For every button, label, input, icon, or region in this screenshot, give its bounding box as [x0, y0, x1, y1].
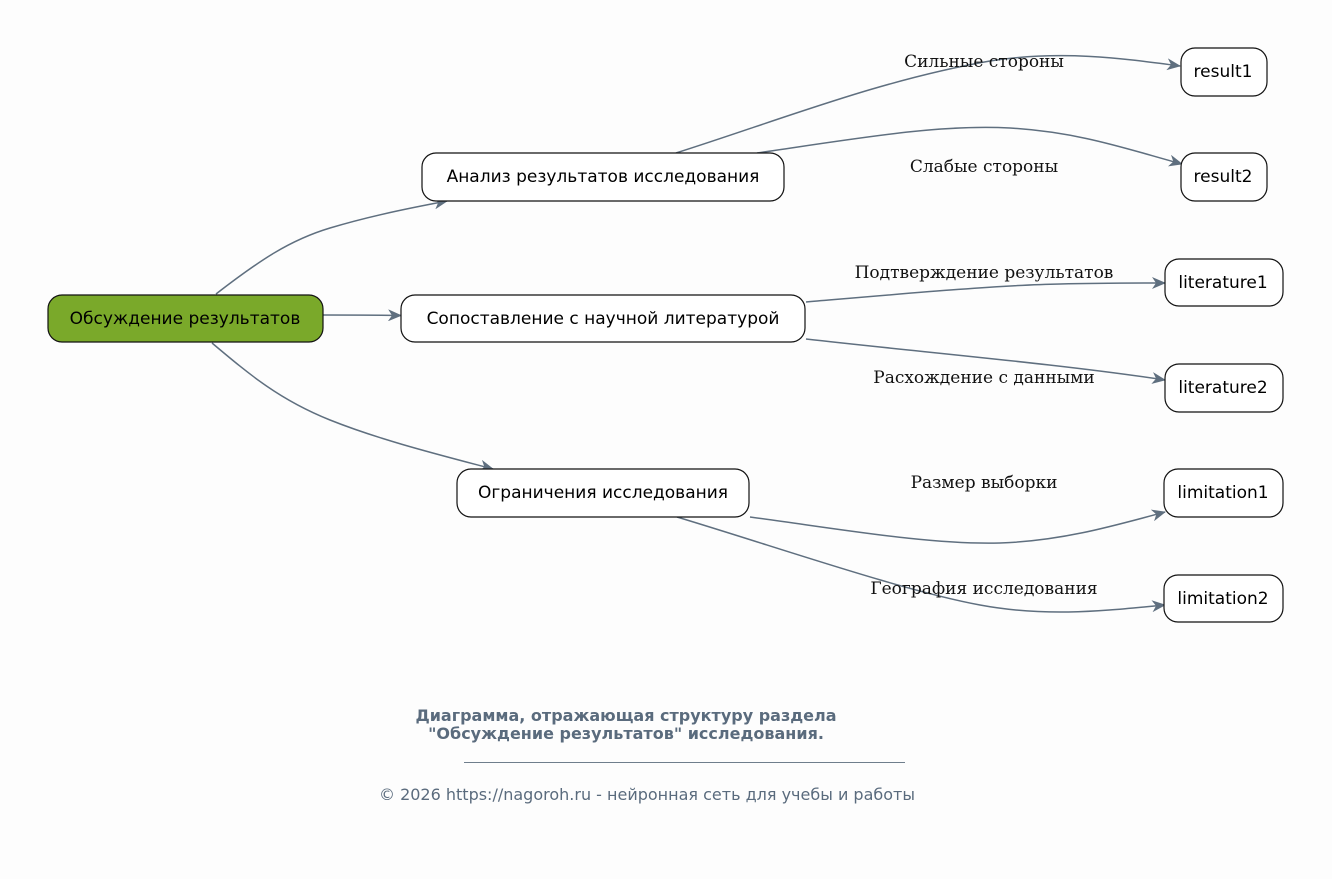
edge-label-sample-size: Размер выборки [911, 473, 1058, 493]
edge-limitations-limitation2 [676, 516, 1166, 613]
node-literature1-box [1164, 258, 1284, 307]
node-result1[interactable]: result1 [1180, 47, 1268, 97]
edge-literature-literature1 [805, 277, 1166, 303]
node-literature[interactable]: Сопоставление с научной литературой [400, 294, 806, 343]
node-literature-label: Сопоставление с научной литературой [427, 309, 780, 329]
node-limitation2-box [1163, 574, 1284, 623]
edge-label-geography: География исследования [870, 579, 1097, 599]
edge-label-confirmation: Подтверждение результатов [855, 263, 1114, 283]
edge-limitations-limitation1 [749, 509, 1166, 544]
node-root-box [47, 294, 324, 343]
edge-analysis-result1 [675, 54, 1181, 154]
node-literature2-box [1164, 363, 1284, 413]
edge-root-analysis [215, 197, 448, 295]
node-literature1[interactable]: literature1 [1164, 258, 1284, 307]
node-literature1-label: literature1 [1178, 273, 1267, 293]
edge-label-discrepancy: Расхождение с данными [873, 368, 1094, 388]
node-limitation2-label: limitation2 [1177, 589, 1268, 609]
node-limitation1[interactable]: limitation1 [1163, 468, 1284, 518]
copyright-footer: © 2026 https://nagoroh.ru - нейронная се… [378, 785, 915, 804]
node-limitation2[interactable]: limitation2 [1163, 574, 1284, 623]
node-limitations-label: Ограничения исследования [478, 483, 728, 503]
node-limitation1-label: limitation1 [1177, 483, 1268, 503]
edge-root-literature [322, 309, 402, 322]
node-result2[interactable]: result2 [1180, 152, 1268, 202]
edge-label-strengths: Сильные стороны [904, 52, 1064, 72]
node-root-label: Обсуждение результатов [70, 309, 301, 329]
node-root[interactable]: Обсуждение результатов [47, 294, 324, 343]
node-result1-box [1180, 47, 1268, 97]
node-limitations-box [456, 468, 750, 518]
node-limitations[interactable]: Ограничения исследования [456, 468, 750, 518]
node-literature2[interactable]: literature2 [1164, 363, 1284, 413]
edges [211, 54, 1183, 613]
caption-divider [464, 762, 905, 763]
diagram-caption-title: Диаграмма, отражающая структуру раздела … [415, 706, 837, 743]
edge-analysis-result2 [756, 126, 1183, 167]
edge-label-weaknesses: Слабые стороны [910, 157, 1058, 177]
node-limitation1-box [1163, 468, 1284, 518]
edge-labels: Сильные стороны Слабые стороны Подтвержд… [855, 52, 1114, 599]
node-analysis-box [421, 152, 785, 202]
edge-root-limitations [211, 342, 494, 472]
node-result2-label: result2 [1194, 167, 1253, 187]
node-result2-box [1180, 152, 1268, 202]
node-result1-label: result1 [1194, 62, 1253, 82]
edge-literature-literature2 [805, 338, 1166, 384]
node-analysis-label: Анализ результатов исследования [447, 167, 760, 187]
node-literature2-label: literature2 [1178, 378, 1267, 398]
node-analysis[interactable]: Анализ результатов исследования [421, 152, 785, 202]
node-literature-box [400, 294, 806, 343]
